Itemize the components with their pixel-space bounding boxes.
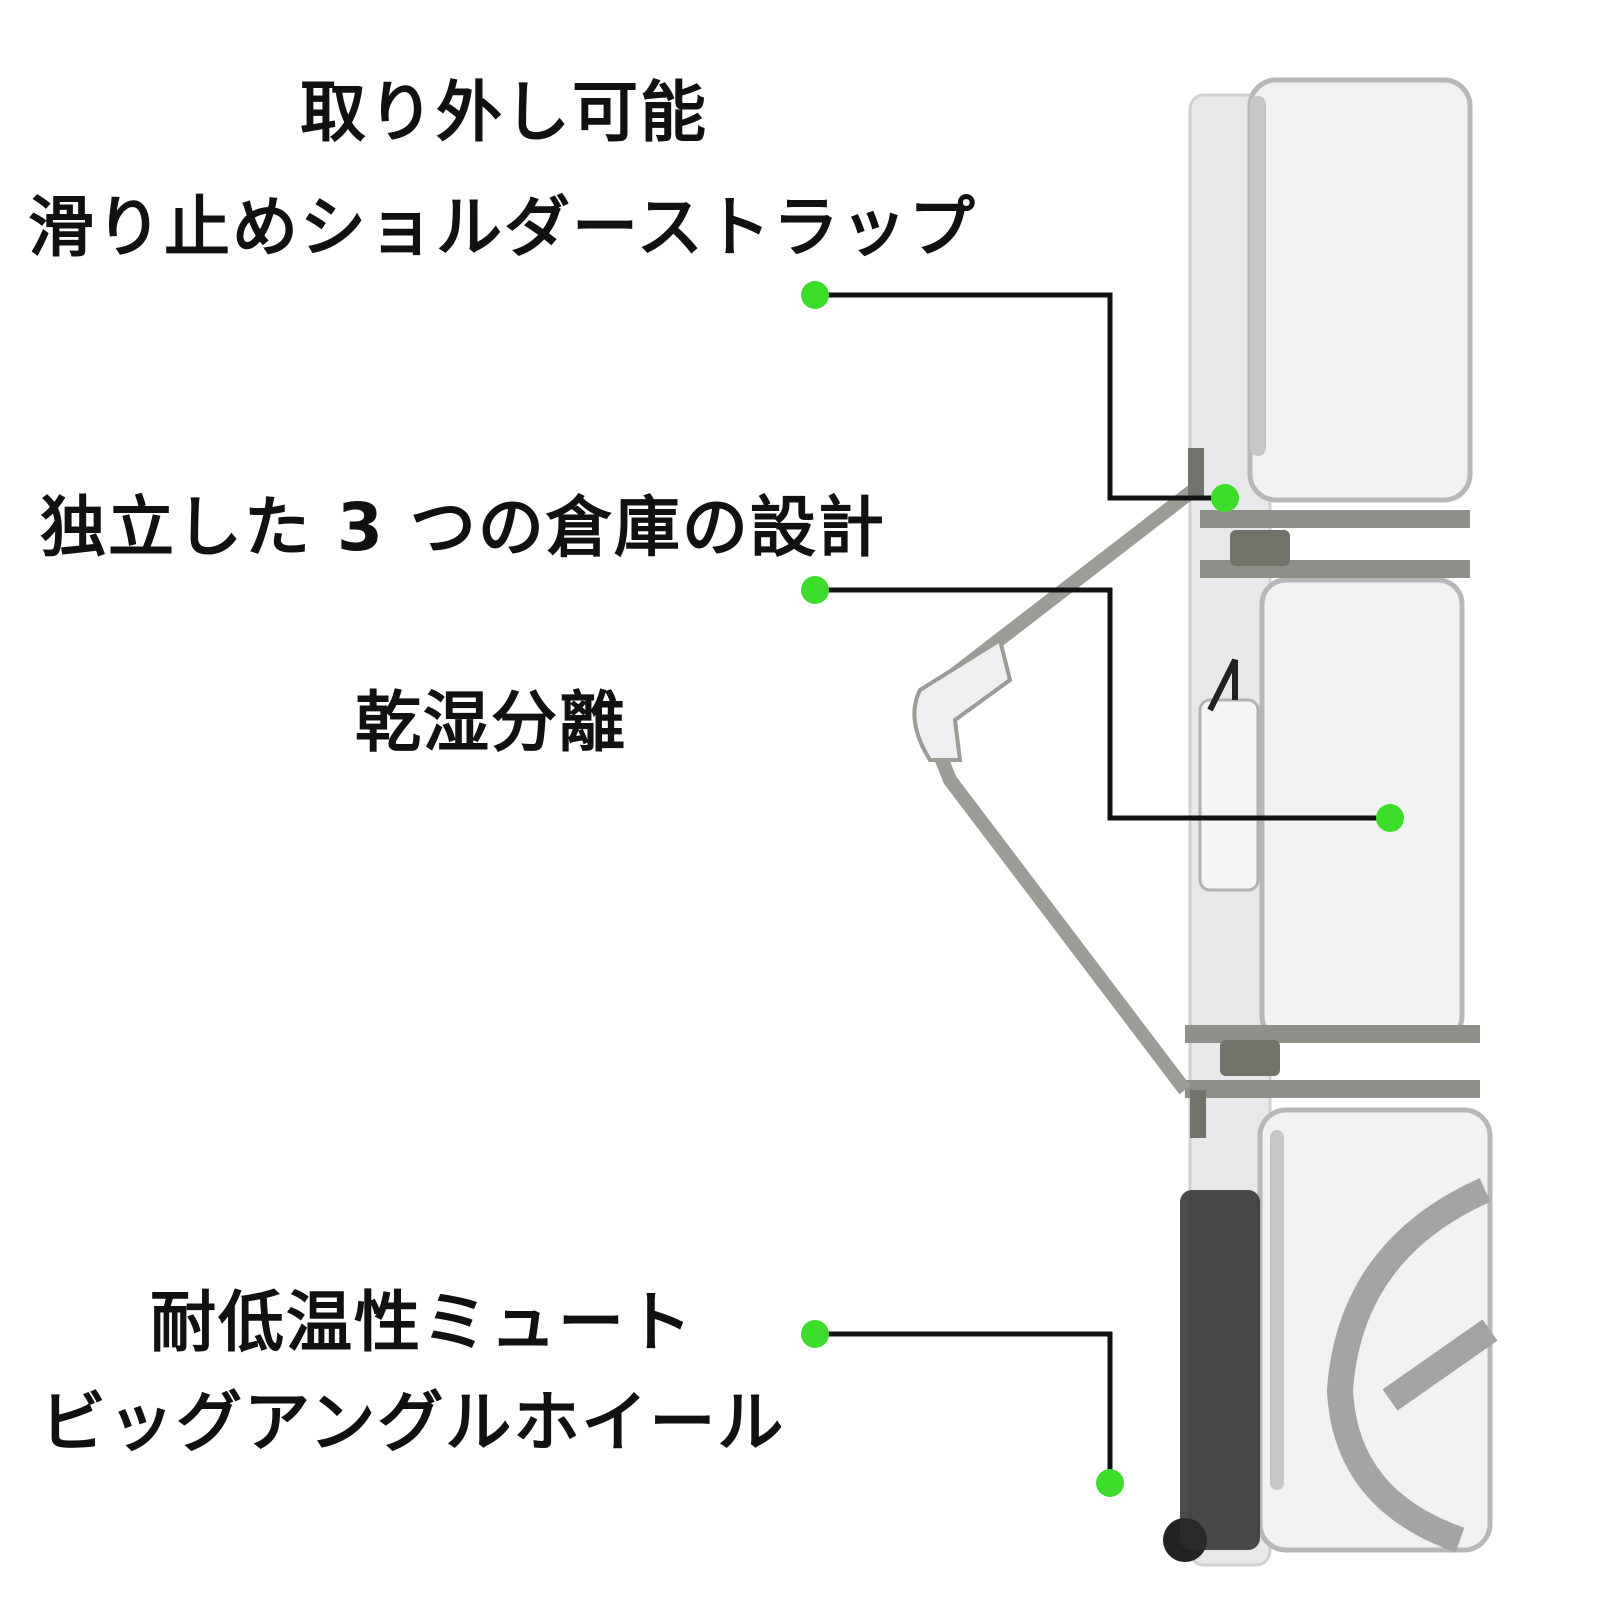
callout-dot — [801, 281, 829, 309]
buckle-2 — [1220, 1040, 1280, 1076]
compression-strap-4 — [1185, 1080, 1480, 1098]
shoulder-strap — [912, 448, 1206, 1138]
feature-label-wheels-line1: 耐低温性ミュート — [150, 1284, 694, 1361]
logo-stroke — [1382, 1319, 1498, 1411]
callout-dot — [801, 576, 829, 604]
callout-line-wheels — [815, 1331, 1113, 1483]
feature-label-strap-line2: 滑り止めショルダーストラップ — [28, 189, 977, 266]
strap-pad — [912, 636, 1013, 762]
feature-label-dry-wet: 乾湿分離 — [355, 684, 627, 761]
feature-label-strap-line1: 取り外し可能 — [300, 74, 708, 151]
callout-line-strap — [815, 292, 1225, 501]
strap-band — [921, 479, 1205, 1095]
compression-strap-1 — [1200, 510, 1470, 528]
feature-label-wheels-line2: ビッグアングルホイール — [40, 1384, 786, 1461]
logo-arc — [1326, 1178, 1491, 1553]
callout-dot — [801, 1320, 829, 1348]
wheel-housing — [1180, 1190, 1260, 1550]
compression-strap-3 — [1185, 1025, 1480, 1043]
flap-handle — [1207, 658, 1238, 712]
snowboard-bag — [1163, 77, 1498, 1567]
bag-top-pocket — [1247, 77, 1473, 503]
buckle-1 — [1230, 530, 1290, 566]
bag-top-pocket-zipper — [1250, 96, 1266, 456]
callouts — [815, 292, 1390, 1483]
feature-label-compartments: 独立した 3 つの倉庫の設計 — [40, 489, 886, 566]
bag-bottom-zipper — [1270, 1130, 1284, 1490]
callout-dot — [1211, 484, 1239, 512]
callout-line-compartments — [815, 587, 1390, 821]
callout-dot — [1376, 804, 1404, 832]
strap-anchor-top — [1188, 448, 1204, 496]
bag-middle-pocket — [1259, 577, 1465, 1043]
strap-anchor-bottom — [1190, 1090, 1206, 1138]
bag-side-flap — [1198, 698, 1260, 892]
callout-dot — [1096, 1469, 1124, 1497]
callout-dots — [801, 281, 1404, 1497]
